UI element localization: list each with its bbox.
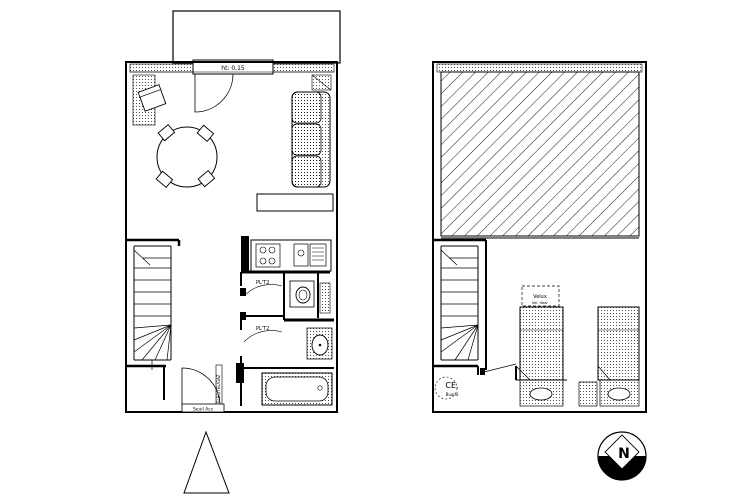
orientation-arrow-icon <box>183 430 230 494</box>
storage-area: CE. Buand <box>434 376 459 400</box>
bed-1: Velux Vel. Hbar <box>515 285 567 407</box>
dining-table <box>155 124 218 188</box>
upper-floor-outer-wall <box>432 61 647 413</box>
compass-icon: N <box>597 431 647 481</box>
balcony <box>172 10 341 64</box>
entrance-door <box>181 367 221 407</box>
balcony-height-label: ht: 0,15 <box>221 65 245 72</box>
compass-label: N <box>618 446 630 462</box>
void-area <box>440 71 640 237</box>
storage-label: CE. <box>445 381 458 390</box>
staircase-ground <box>126 238 181 400</box>
bathtub <box>261 372 333 406</box>
meter-label: ELEC/TEL/GAZ <box>216 374 221 403</box>
upper-floor-plan: CE. Buand Velux Vel. Hbar <box>432 61 647 413</box>
washbasin <box>306 327 333 360</box>
storage-sub-label: Buand <box>446 392 459 397</box>
bed-2 <box>578 306 640 407</box>
kitchen <box>241 236 332 272</box>
ground-floor-outer-wall <box>125 61 338 413</box>
ground-floor-plan: ht: 0,15 <box>125 10 341 413</box>
placard-label-1: PL'T2 <box>256 280 269 286</box>
sofa <box>291 91 331 188</box>
toilet <box>289 280 315 308</box>
velux-sub-label: Vel. Hbar <box>532 301 548 305</box>
balcony-door <box>194 73 234 113</box>
counter <box>256 193 334 212</box>
staircase-upper <box>433 238 487 375</box>
armchair <box>137 84 167 112</box>
velux-label: Velux <box>533 294 547 300</box>
placard-label-2: PL'T2 <box>256 326 269 332</box>
entrance-label: Seuil Acc <box>193 407 214 413</box>
